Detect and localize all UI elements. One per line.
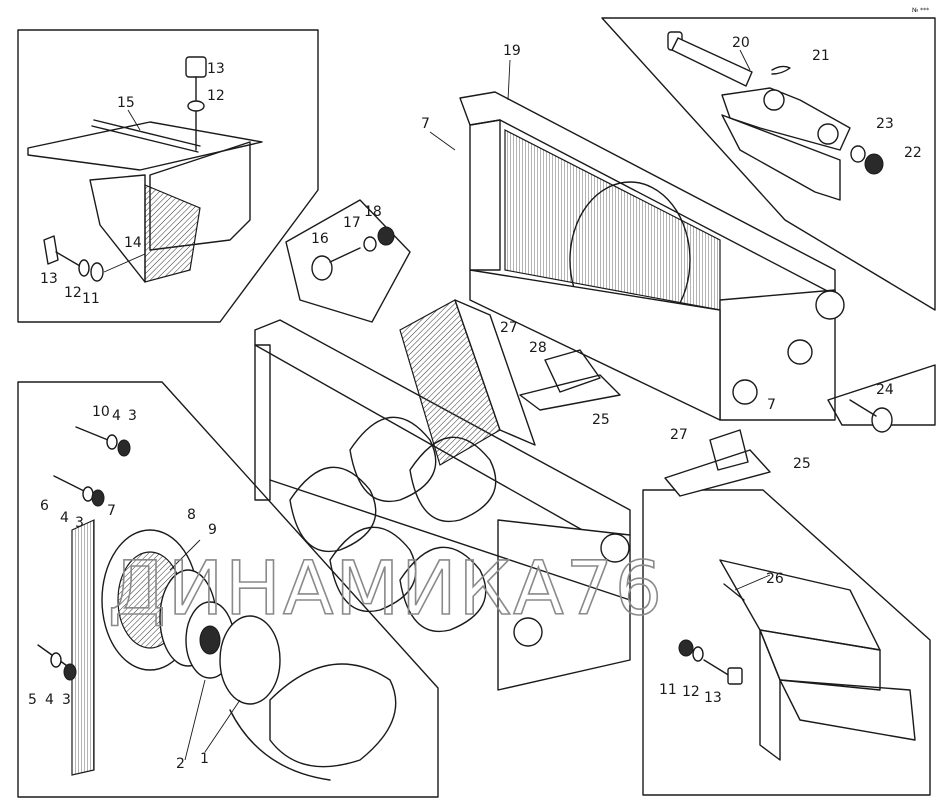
corner-mark: № *** xyxy=(912,7,929,14)
callout-3: 3 xyxy=(128,408,137,424)
callout-25: 25 xyxy=(592,412,610,428)
callout-16: 16 xyxy=(311,231,329,247)
callout-4: 4 xyxy=(45,692,54,708)
callout-8: 8 xyxy=(187,507,196,523)
leader-lines xyxy=(127,49,771,761)
rear-frame xyxy=(459,91,845,421)
callout-24: 24 xyxy=(876,382,894,398)
callout-20: 20 xyxy=(732,35,750,51)
callout-4: 4 xyxy=(112,408,121,424)
callout-19: 19 xyxy=(503,43,521,59)
callout-7: 7 xyxy=(107,503,116,519)
callout-7: 7 xyxy=(421,116,430,132)
detail-frame-bottom-right xyxy=(642,489,931,796)
callout-6: 6 xyxy=(40,498,49,514)
callout-27: 27 xyxy=(670,427,688,443)
callout-9: 9 xyxy=(208,522,217,538)
callout-2: 2 xyxy=(176,756,185,772)
callout-4: 4 xyxy=(60,510,69,526)
detail-frame-top-right xyxy=(601,17,936,311)
svg-text:ДИНАМИКА76: ДИНАМИКА76 xyxy=(108,546,664,632)
callout-12: 12 xyxy=(682,684,700,700)
callout-25: 25 xyxy=(793,456,811,472)
callout-17: 17 xyxy=(343,215,361,231)
callout-13: 13 xyxy=(704,690,722,706)
callout-7: 7 xyxy=(767,397,776,413)
callout-15: 15 xyxy=(117,95,135,111)
detail-frame-top-left xyxy=(17,29,319,323)
callout-14: 14 xyxy=(124,235,142,251)
callout-13: 13 xyxy=(207,61,225,77)
callout-18: 18 xyxy=(364,204,382,220)
auger-housing xyxy=(254,299,631,691)
callout-5: 5 xyxy=(28,692,37,708)
callout-11: 11 xyxy=(659,682,677,698)
callout-23: 23 xyxy=(876,116,894,132)
callout-27: 27 xyxy=(500,320,518,336)
watermark: ДИНАМИКА76 № *** xyxy=(107,7,929,633)
detail-frame-bottom-left xyxy=(17,381,439,798)
callout-26: 26 xyxy=(766,571,784,587)
callout-labels: 13 12 15 14 13 12 11 20 21 23 22 19 7 16… xyxy=(28,35,922,772)
callout-10: 10 xyxy=(92,404,110,420)
callout-13: 13 xyxy=(40,271,58,287)
callout-11: 11 xyxy=(82,291,100,307)
callout-3: 3 xyxy=(75,515,84,531)
callout-1: 1 xyxy=(200,751,209,767)
callout-12: 12 xyxy=(207,88,225,104)
callout-3: 3 xyxy=(62,692,71,708)
callout-21: 21 xyxy=(812,48,830,64)
skid-parts xyxy=(285,199,936,497)
callout-22: 22 xyxy=(904,145,922,161)
callout-12: 12 xyxy=(64,285,82,301)
callout-28: 28 xyxy=(529,340,547,356)
